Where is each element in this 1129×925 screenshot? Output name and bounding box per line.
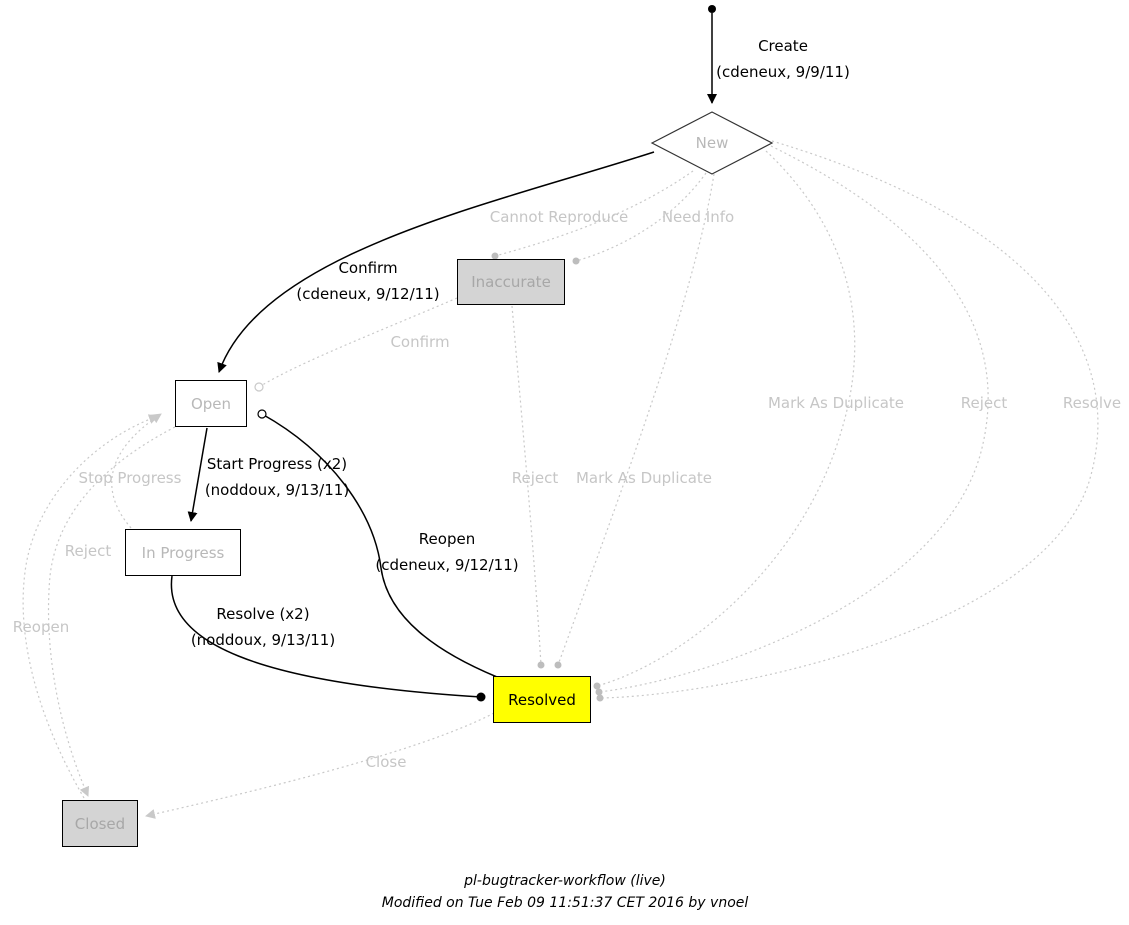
edge-confirm xyxy=(217,151,655,373)
node-inaccurate: Inaccurate xyxy=(457,259,565,305)
node-in-progress: In Progress xyxy=(125,529,241,576)
edge-create-detail: (cdeneux, 9/9/11) xyxy=(716,63,850,81)
edge-confirm-label: Confirm xyxy=(338,259,398,277)
edge-mark-as-duplicate-mid-label: Mark As Duplicate xyxy=(575,469,713,487)
diagram-modified-line: Modified on Tue Feb 09 11:51:37 CET 2016… xyxy=(381,895,749,911)
edge-reject-left xyxy=(47,426,176,797)
edge-resolve xyxy=(170,575,486,702)
edge-cannot-reproduce-label: Cannot Reproduce xyxy=(489,208,629,226)
edge-reopen-label: Reopen xyxy=(418,530,476,548)
edge-reject-right xyxy=(595,145,989,696)
edge-resolve-right-label: Resolve xyxy=(1062,394,1122,412)
edge-confirm-inactive-label: Confirm xyxy=(390,333,450,351)
node-open: Open xyxy=(175,380,247,427)
edge-reopen-detail: (cdeneux, 9/12/11) xyxy=(375,556,519,574)
edge-start-progress xyxy=(187,427,208,522)
edge-create-label: Create xyxy=(758,37,808,55)
edge-mark-as-duplicate-mid xyxy=(554,173,715,669)
edge-close-label: Close xyxy=(365,753,407,771)
node-closed-label: Closed xyxy=(74,814,126,833)
edge-reject-mid xyxy=(511,305,545,669)
edge-cannot-reproduce xyxy=(491,170,694,260)
edge-resolve-right xyxy=(596,140,1099,702)
node-open-label: Open xyxy=(190,394,232,413)
edge-reject-mid-label: Reject xyxy=(511,469,559,487)
edge-resolve-detail: (noddoux, 9/13/11) xyxy=(190,631,336,649)
edge-start-progress-detail: (noddoux, 9/13/11) xyxy=(204,481,350,499)
edge-mark-as-duplicate-right xyxy=(593,150,856,690)
edge-reopen-left-label: Reopen xyxy=(12,618,70,636)
node-in-progress-label: In Progress xyxy=(141,543,225,562)
node-inaccurate-label: Inaccurate xyxy=(471,273,551,291)
edge-confirm-inactive xyxy=(254,297,458,392)
edge-stop-progress-label: Stop Progress xyxy=(78,469,182,487)
node-new-diamond xyxy=(650,111,774,175)
edge-resolve-label: Resolve (x2) xyxy=(216,605,310,623)
edge-need-info xyxy=(572,172,707,265)
diagram-title: pl-bugtracker-workflow (live) xyxy=(464,873,666,889)
node-closed: Closed xyxy=(62,800,138,847)
edge-reopen-left xyxy=(22,414,159,799)
start-state-dot xyxy=(708,5,716,13)
node-resolved: Resolved xyxy=(493,676,591,723)
edge-mark-as-duplicate-right-label: Mark As Duplicate xyxy=(767,394,905,412)
node-resolved-label: Resolved xyxy=(508,690,576,709)
edge-start-progress-label: Start Progress (x2) xyxy=(206,455,348,473)
edge-reject-left-label: Reject xyxy=(64,542,112,560)
edge-close xyxy=(145,712,495,819)
edge-confirm-detail: (cdeneux, 9/12/11) xyxy=(296,285,440,303)
edge-reopen xyxy=(257,409,498,678)
edge-need-info-label: Need Info xyxy=(661,208,735,226)
edge-reject-right-label: Reject xyxy=(960,394,1008,412)
edge-stop-progress xyxy=(111,413,162,529)
node-new-label: New xyxy=(695,134,729,152)
